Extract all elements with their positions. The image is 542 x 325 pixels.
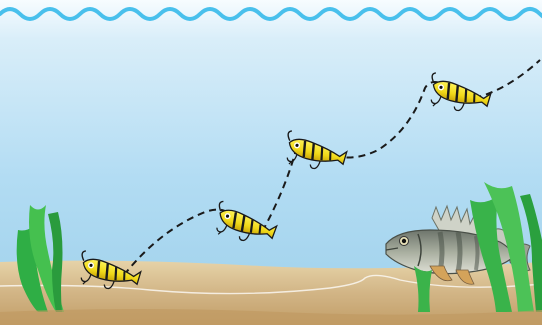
fishing-scene (0, 0, 542, 325)
